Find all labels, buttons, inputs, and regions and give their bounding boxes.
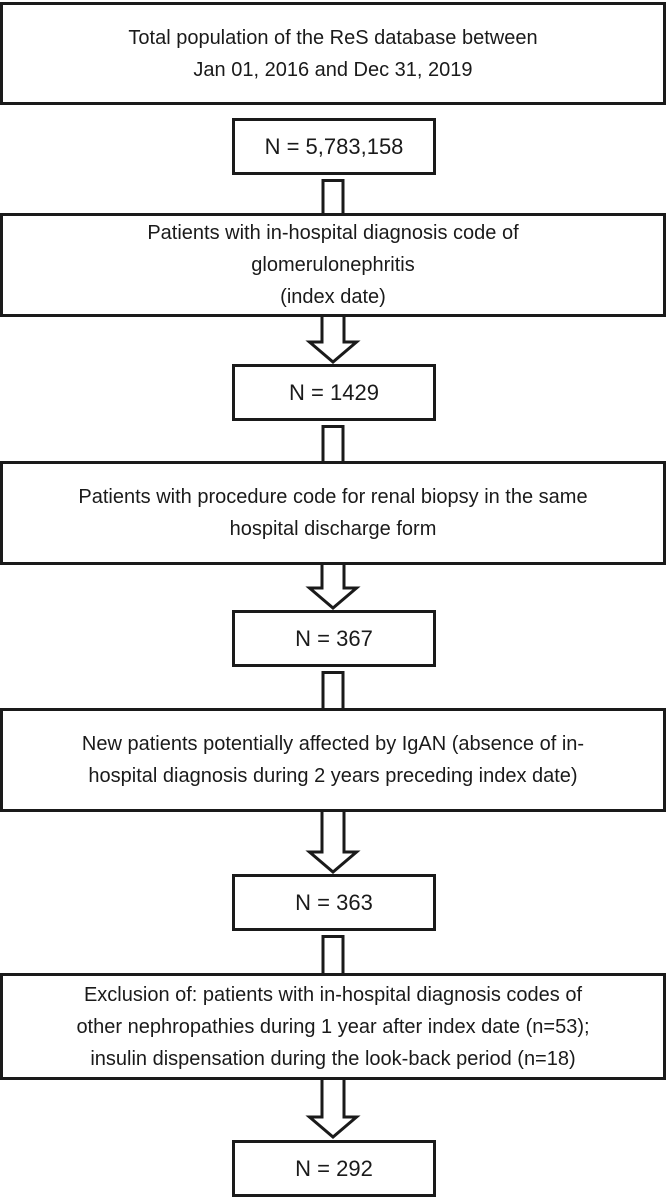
count-box-2: N = 1429 [232,364,436,421]
criteria-box-total-population: Total population of the ReS database bet… [0,2,666,105]
connector-stub [321,425,345,464]
down-arrow-icon [305,565,361,610]
criteria-box-exclusions: Exclusion of: patients with in-hospital … [0,973,666,1080]
down-arrow-icon [305,1080,361,1139]
criteria-box-new-igan-patients: New patients potentially affected by IgA… [0,708,666,812]
criteria-box-renal-biopsy: Patients with procedure code for renal b… [0,461,666,565]
count-box-5: N = 292 [232,1140,436,1197]
criteria-box-glomerulonephritis: Patients with in-hospital diagnosis code… [0,213,666,317]
down-arrow-icon [305,812,361,874]
down-arrow-icon [305,317,361,364]
count-box-4: N = 363 [232,874,436,931]
count-box-1: N = 5,783,158 [232,118,436,175]
count-box-3: N = 367 [232,610,436,667]
connector-stub [321,179,345,216]
connector-stub [321,935,345,976]
connector-stub [321,671,345,711]
